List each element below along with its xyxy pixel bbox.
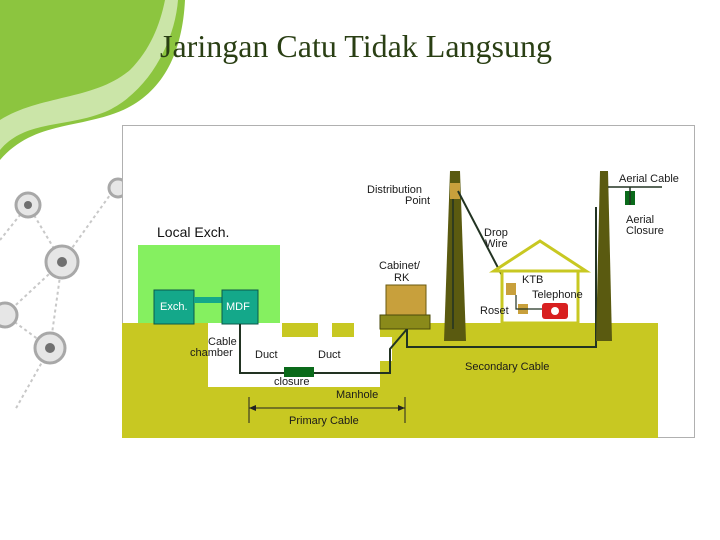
closure-box bbox=[284, 367, 314, 377]
cable-chamber-label-1: Cable bbox=[208, 336, 237, 348]
cable-chamber-trench bbox=[208, 323, 392, 387]
local-exch-label: Local Exch. bbox=[157, 224, 229, 240]
ktb-box bbox=[506, 283, 516, 295]
cabinet-label-2: RK bbox=[394, 272, 410, 284]
ktb-label: KTB bbox=[522, 274, 543, 286]
aerial-cable-label: Aerial Cable bbox=[619, 173, 679, 185]
exch-label: Exch. bbox=[160, 301, 188, 313]
exch-mdf-link bbox=[194, 297, 224, 303]
aerial-pole bbox=[596, 171, 612, 341]
duct-label-right: Duct bbox=[318, 349, 341, 361]
closure-label: closure bbox=[274, 376, 309, 388]
network-node bbox=[0, 301, 19, 329]
cabinet-base bbox=[379, 314, 431, 330]
telephone-wire bbox=[515, 295, 552, 310]
cabinet-box bbox=[385, 284, 427, 318]
exch-box bbox=[153, 289, 195, 325]
distribution-point-label-1: Distribution bbox=[367, 184, 422, 196]
manhole-label: Manhole bbox=[336, 389, 378, 401]
house-body bbox=[500, 269, 580, 325]
aerial-cable-line bbox=[608, 186, 662, 205]
secondary-cable-line bbox=[406, 207, 597, 348]
leaf-highlight bbox=[0, 0, 178, 150]
slide-title: Jaringan Catu Tidak Langsung bbox=[160, 28, 552, 64]
drop-wire-label-2: Wire bbox=[485, 238, 508, 250]
duct-label-left: Duct bbox=[255, 349, 278, 361]
drop-wire-label-1: Drop bbox=[484, 227, 508, 239]
telephone-icon bbox=[542, 303, 568, 319]
network-lines bbox=[0, 187, 116, 411]
cabinet-label-1: Cabinet/ bbox=[379, 260, 421, 272]
aerial-closure-label-1: Aerial bbox=[626, 214, 654, 226]
roset-label: Roset bbox=[480, 305, 509, 317]
distribution-point-label-2: Point bbox=[405, 195, 430, 207]
network-diagram: Local Exch. Exch. MDF Cable chamber Duct… bbox=[122, 125, 695, 438]
aerial-closure-label-2: Closure bbox=[626, 225, 664, 237]
distribution-point-box bbox=[450, 183, 460, 199]
network-nodes bbox=[0, 177, 129, 365]
telephone-label: Telephone bbox=[532, 289, 583, 301]
cable-chamber-label-2: chamber bbox=[190, 347, 233, 359]
primary-cable-line bbox=[239, 324, 408, 374]
mdf-label: MDF bbox=[226, 301, 250, 313]
primary-cable-label: Primary Cable bbox=[289, 415, 359, 427]
secondary-cable-label: Secondary Cable bbox=[465, 361, 549, 373]
distribution-pole bbox=[444, 171, 466, 341]
